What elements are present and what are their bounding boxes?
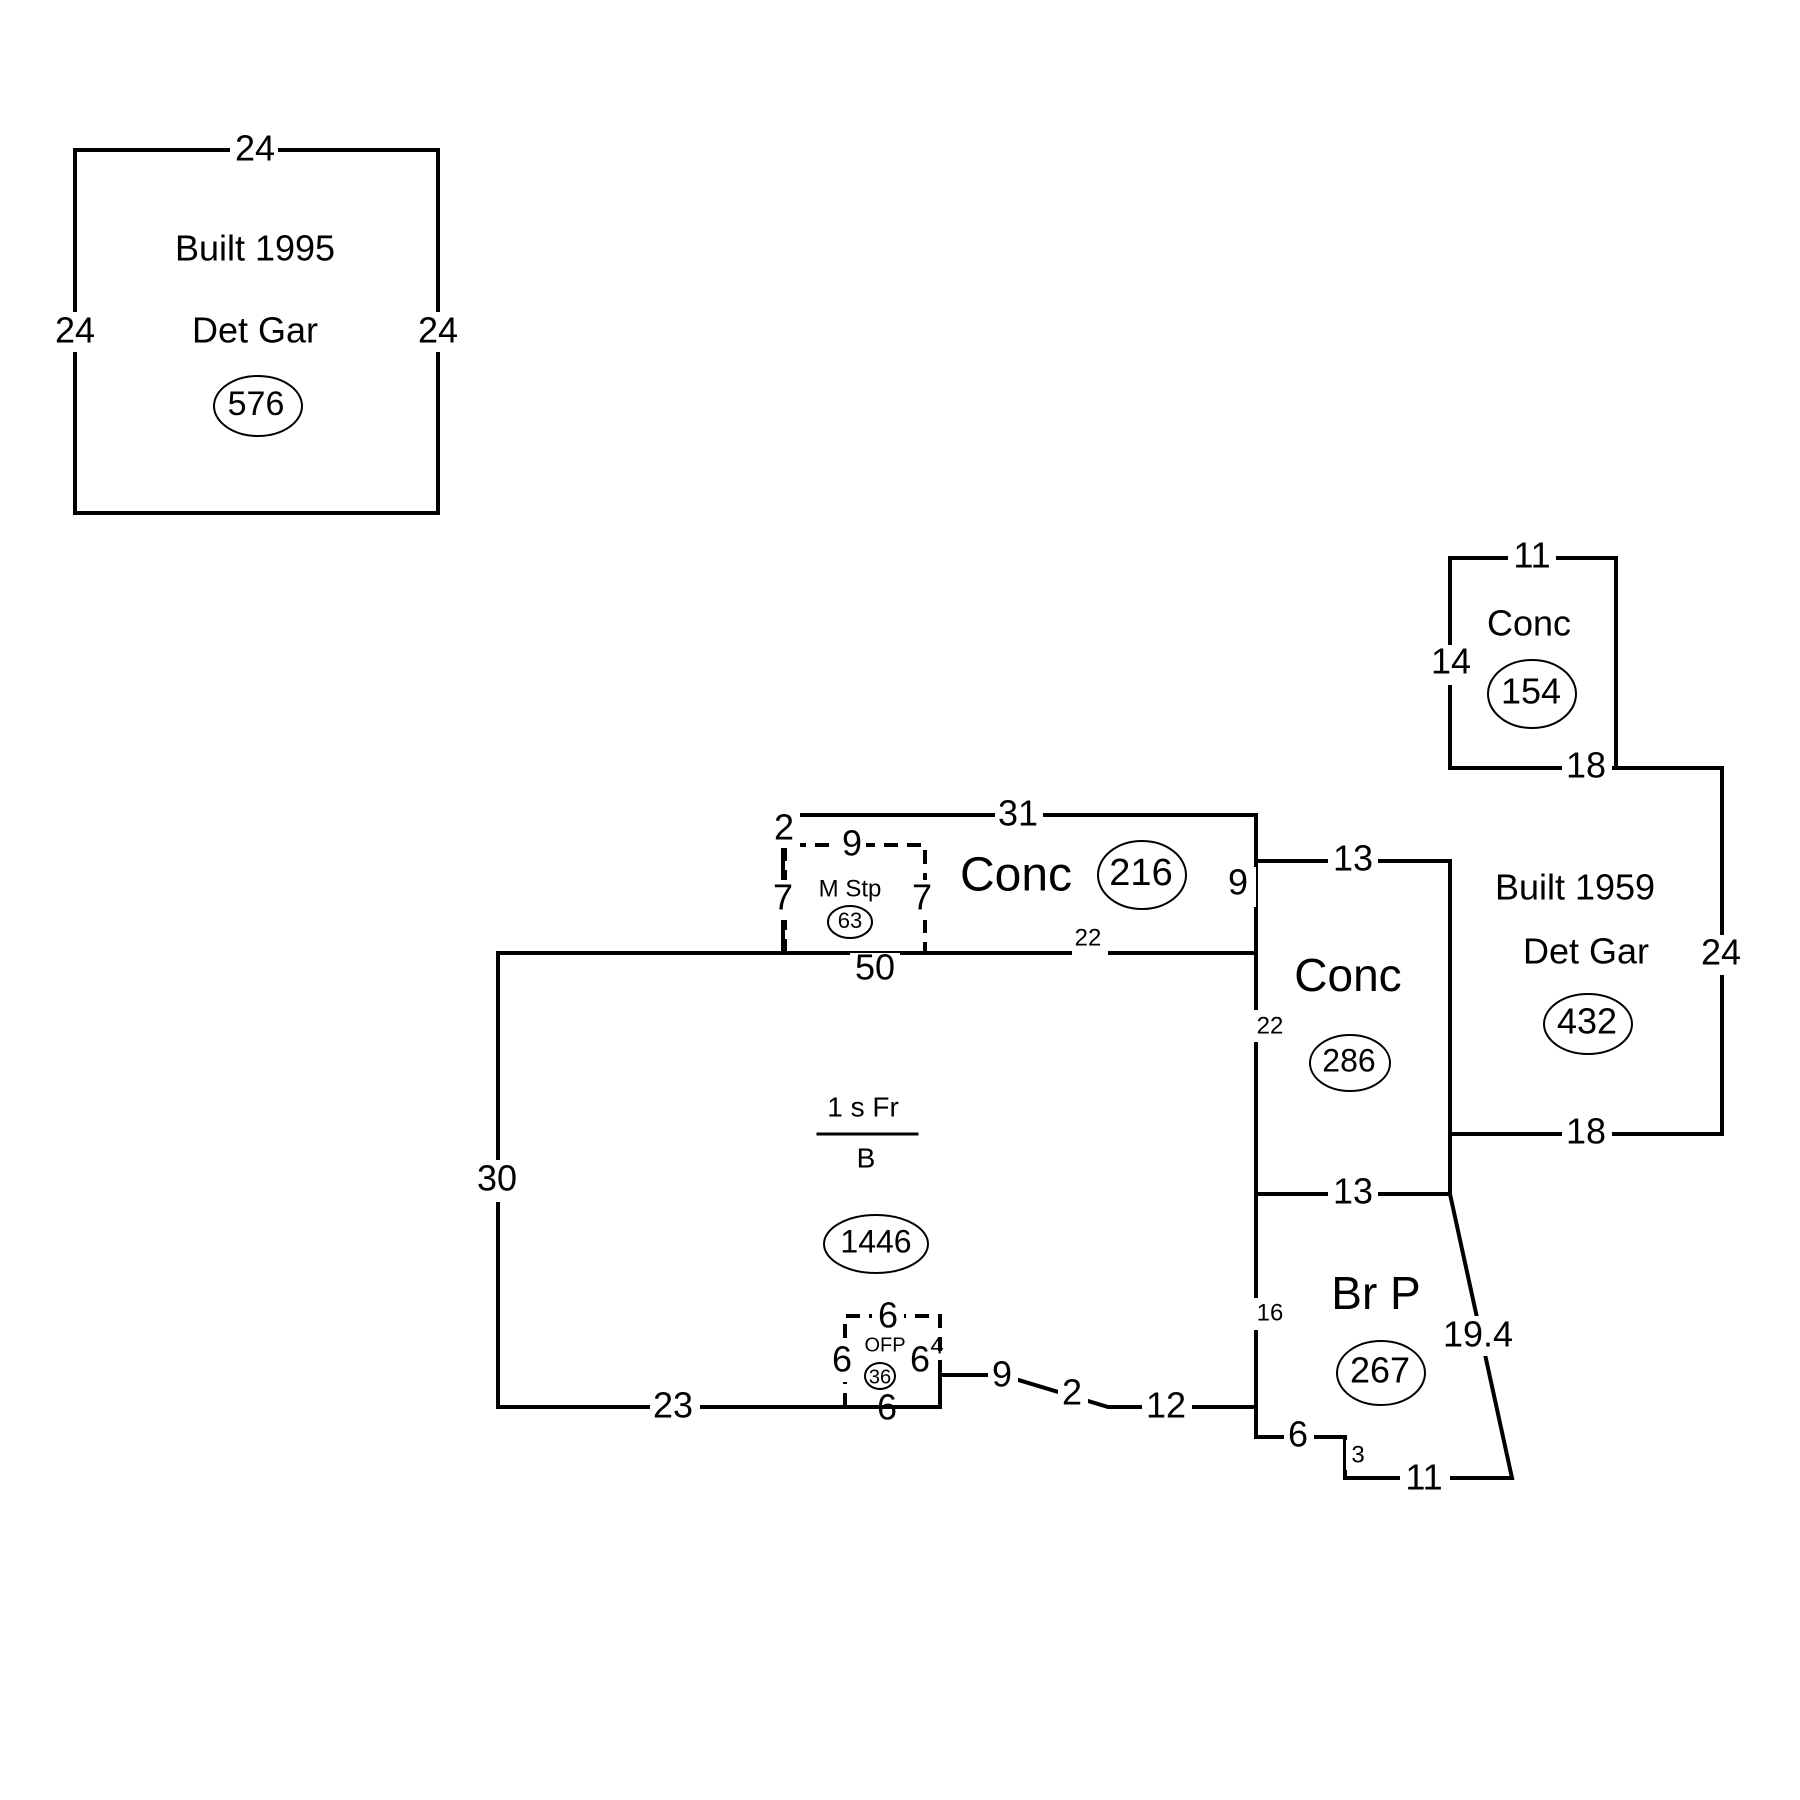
- ofp: 6 6 6 4 6 OFP 36: [826, 1295, 944, 1428]
- m-stp-area: 63: [838, 908, 862, 933]
- det-gar-1959-area-oval: [1543, 993, 1633, 1055]
- ofp-left-dim: 6: [832, 1339, 852, 1380]
- house-right-lower-dim: 16: [1257, 1299, 1284, 1326]
- br-p-bottom-dim-1: 6: [1288, 1414, 1308, 1455]
- br-p-type: Br P: [1331, 1267, 1420, 1319]
- det-gar-1995-built: Built 1995: [175, 228, 335, 269]
- conc-216-area-oval: [1097, 840, 1187, 910]
- m-stp-area-oval: [827, 905, 873, 939]
- conc-286-top-dim: 13: [1333, 838, 1373, 879]
- det-gar-1995-area: 576: [228, 385, 285, 423]
- br-p-area: 267: [1350, 1350, 1410, 1391]
- det-gar-1959: 18 24 18 Built 1959 Det Gar 432: [1448, 745, 1746, 1152]
- house-top-dim: 50: [855, 947, 895, 988]
- det-gar-1995-top-dim: 24: [235, 128, 275, 169]
- det-gar-1959-right-dim: 24: [1701, 932, 1741, 973]
- br-p-diag-dim: 19.4: [1443, 1314, 1513, 1355]
- det-gar-1959-area: 432: [1557, 1001, 1617, 1042]
- det-gar-1959-type: Det Gar: [1523, 931, 1649, 972]
- det-gar-1959-top-dim: 18: [1566, 745, 1606, 786]
- m-stp-right-dim: 7: [912, 877, 932, 918]
- conc-286-type: Conc: [1294, 949, 1401, 1001]
- house-bottom-dim-1: 9: [992, 1354, 1012, 1395]
- house-bottom-dim-2: 2: [1062, 1372, 1082, 1413]
- conc-216-type: Conc: [960, 849, 1072, 902]
- m-stp-top-dim: 9: [842, 823, 862, 864]
- br-p-area-oval: [1336, 1340, 1426, 1406]
- ofp-top-dim: 6: [878, 1295, 898, 1336]
- conc-154-type: Conc: [1487, 603, 1571, 644]
- ofp-bottom-dim: 6: [877, 1387, 897, 1428]
- conc-154-area-oval: [1487, 659, 1577, 729]
- m-stp-left-dim: 7: [773, 877, 793, 918]
- conc-154-left-dim: 14: [1431, 641, 1471, 682]
- house-type: 1 s Fr: [827, 1091, 899, 1122]
- m-stp-type: M Stp: [819, 875, 882, 902]
- ofp-type: OFP: [864, 1334, 905, 1356]
- house-1s-fr: 30 50 22 23 9 2 12 22 16 1 s Fr B 1446: [472, 924, 1288, 1426]
- conc-216-area: 216: [1109, 852, 1172, 894]
- house-bottom-dim-3: 12: [1146, 1385, 1186, 1426]
- house-right-dim: 22: [1257, 1012, 1284, 1039]
- ofp-area: 36: [869, 1366, 891, 1388]
- m-stp: 9 2 7 7 M Stp 63: [768, 807, 940, 953]
- det-gar-1995: 24 24 24 Built 1995 Det Gar 576: [52, 128, 461, 515]
- conc-216-right-dim: 9: [1228, 862, 1248, 903]
- conc-216-top-dim: 31: [998, 793, 1038, 834]
- br-p-bottom-dim-3: 11: [1405, 1457, 1442, 1498]
- br-p-bottom-dim-2: 3: [1351, 1441, 1364, 1468]
- det-gar-1995-left-dim: 24: [55, 310, 95, 351]
- house-top-right-dim: 22: [1075, 924, 1102, 951]
- ofp-area-oval: [864, 1362, 896, 1390]
- det-gar-1995-area-oval: [213, 375, 303, 437]
- br-p: 19.4 6 3 11 Br P 267: [1254, 1191, 1515, 1498]
- conc-154-top-dim: 11: [1513, 535, 1550, 576]
- conc-154-area: 154: [1501, 671, 1561, 712]
- br-p-outline: [1254, 1191, 1515, 1480]
- det-gar-1995-type: Det Gar: [192, 310, 318, 351]
- m-stp-corner-dim: 2: [774, 807, 794, 848]
- ofp-ext-dim: 4: [930, 1332, 943, 1359]
- ofp-right-dim: 6: [910, 1339, 930, 1380]
- conc-286-area: 286: [1322, 1042, 1375, 1078]
- conc-154: 11 14 Conc 154: [1428, 535, 1618, 770]
- det-gar-1995-right-dim: 24: [418, 310, 458, 351]
- house-bottom-left-dim: 23: [653, 1385, 693, 1426]
- conc-286: 13 13 Conc 286: [1254, 838, 1452, 1212]
- det-gar-1959-built: Built 1959: [1495, 867, 1655, 908]
- conc-286-bottom-dim: 13: [1333, 1171, 1373, 1212]
- det-gar-1959-bottom-dim: 18: [1566, 1111, 1606, 1152]
- house-area-oval: [823, 1214, 929, 1274]
- house-left-dim: 30: [477, 1158, 517, 1199]
- house-subtype: B: [857, 1142, 876, 1173]
- house-area: 1446: [840, 1223, 911, 1259]
- conc-286-area-oval: [1309, 1034, 1391, 1092]
